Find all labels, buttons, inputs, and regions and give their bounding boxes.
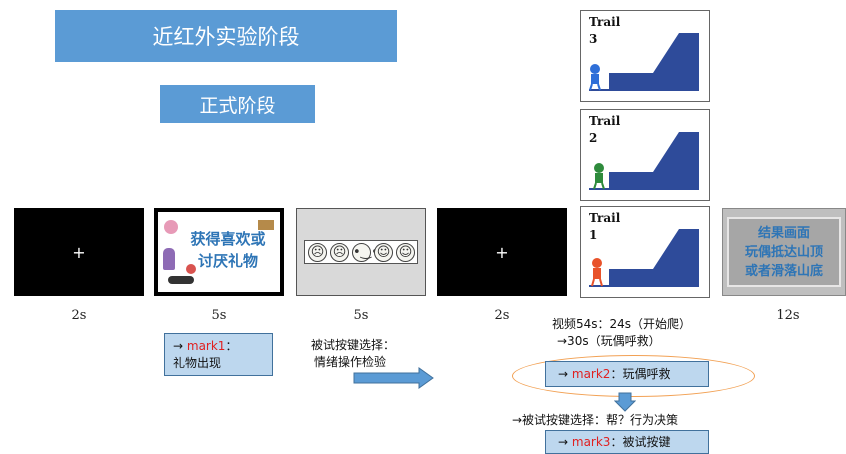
duration-label-4: 2s <box>494 308 510 323</box>
fixation-screen-2: + <box>437 208 567 296</box>
sad-face-icon: ☹ <box>330 243 349 262</box>
emotion-check-note: 被试按键选择： 情绪操作检验 <box>311 338 396 369</box>
result-inner-frame: 结果画面 玩偶抵达山顶 或者滑落山底 <box>727 217 841 287</box>
mark2-highlight-ellipse <box>512 355 755 397</box>
nir-stage-banner: 近红外实验阶段 <box>55 10 397 62</box>
emotion-rating-screen: ☹ ☹ •‿• ☺ ☺ <box>296 208 426 296</box>
gift-flower-icon <box>186 264 196 274</box>
formal-stage-banner: 正式阶段 <box>160 85 315 123</box>
mark2-box: → mark2：玩偶呼救 <box>545 361 709 387</box>
down-arrow-icon <box>614 392 636 412</box>
gift-image-panel: 获得喜欢或 讨厌礼物 <box>158 212 280 292</box>
doll-figure-1 <box>591 258 603 287</box>
happy-face-icon: ☺ <box>396 243 415 262</box>
mark1-line1: → mark1： <box>173 339 238 353</box>
gift-toy-icon <box>164 220 178 234</box>
gift-screen: 获得喜欢或 讨厌礼物 <box>154 208 284 296</box>
mountain-graphic-2 <box>589 132 699 190</box>
smile-face-icon: ☺ <box>374 243 393 262</box>
gift-box-icon <box>258 220 274 230</box>
duration-label-3: 5s <box>353 308 369 323</box>
duration-label-2: 5s <box>211 308 227 323</box>
mark1-box: → mark1： 礼物出现 <box>164 333 273 376</box>
mark1-line2: 礼物出现 <box>173 356 222 370</box>
decision-note: →被试按键选择：帮？行为决策 <box>512 413 679 427</box>
trail-label-1: Trail 1 <box>589 211 621 242</box>
mark3-box: → mark3：被试按键 <box>545 430 709 454</box>
mountain-graphic-1 <box>589 229 699 287</box>
very-sad-face-icon: ☹ <box>308 243 327 262</box>
gift-doll-icon <box>163 248 175 270</box>
fixation-cross: + <box>495 242 509 262</box>
fixation-cross: + <box>72 242 86 262</box>
duration-label-1: 2s <box>71 308 87 323</box>
result-text: 结果画面 玩偶抵达山顶 或者滑落山底 <box>744 225 823 279</box>
right-arrow-icon <box>353 367 434 389</box>
doll-figure-3 <box>589 64 601 91</box>
trail-panel-2: Trail 2 <box>580 109 710 201</box>
emotion-scale-bar: ☹ ☹ •‿• ☺ ☺ <box>304 240 418 264</box>
trail-label-3: Trail 3 <box>589 15 621 46</box>
mark2-name: mark2 <box>571 367 611 381</box>
fixation-screen-1: + <box>14 208 144 296</box>
neutral-face-icon: •‿• <box>352 243 379 262</box>
duration-label-6: 12s <box>776 308 800 323</box>
mark3-name: mark3 <box>571 435 611 449</box>
gift-shoes-icon <box>168 276 194 284</box>
mountain-graphic-3 <box>589 33 699 91</box>
doll-figure-2 <box>593 163 605 190</box>
gift-text: 获得喜欢或 讨厌礼物 <box>190 230 266 270</box>
trail-panel-3: Trail 3 <box>580 10 710 102</box>
trail-panel-1: Trail 1 <box>580 206 710 298</box>
video-timing-note: 视频54s：24s（开始爬） →30s（玩偶呼救） <box>552 317 692 348</box>
mark1-name: mark1 <box>186 339 226 353</box>
trail-label-2: Trail 2 <box>589 114 621 145</box>
result-screen: 结果画面 玩偶抵达山顶 或者滑落山底 <box>722 208 846 296</box>
